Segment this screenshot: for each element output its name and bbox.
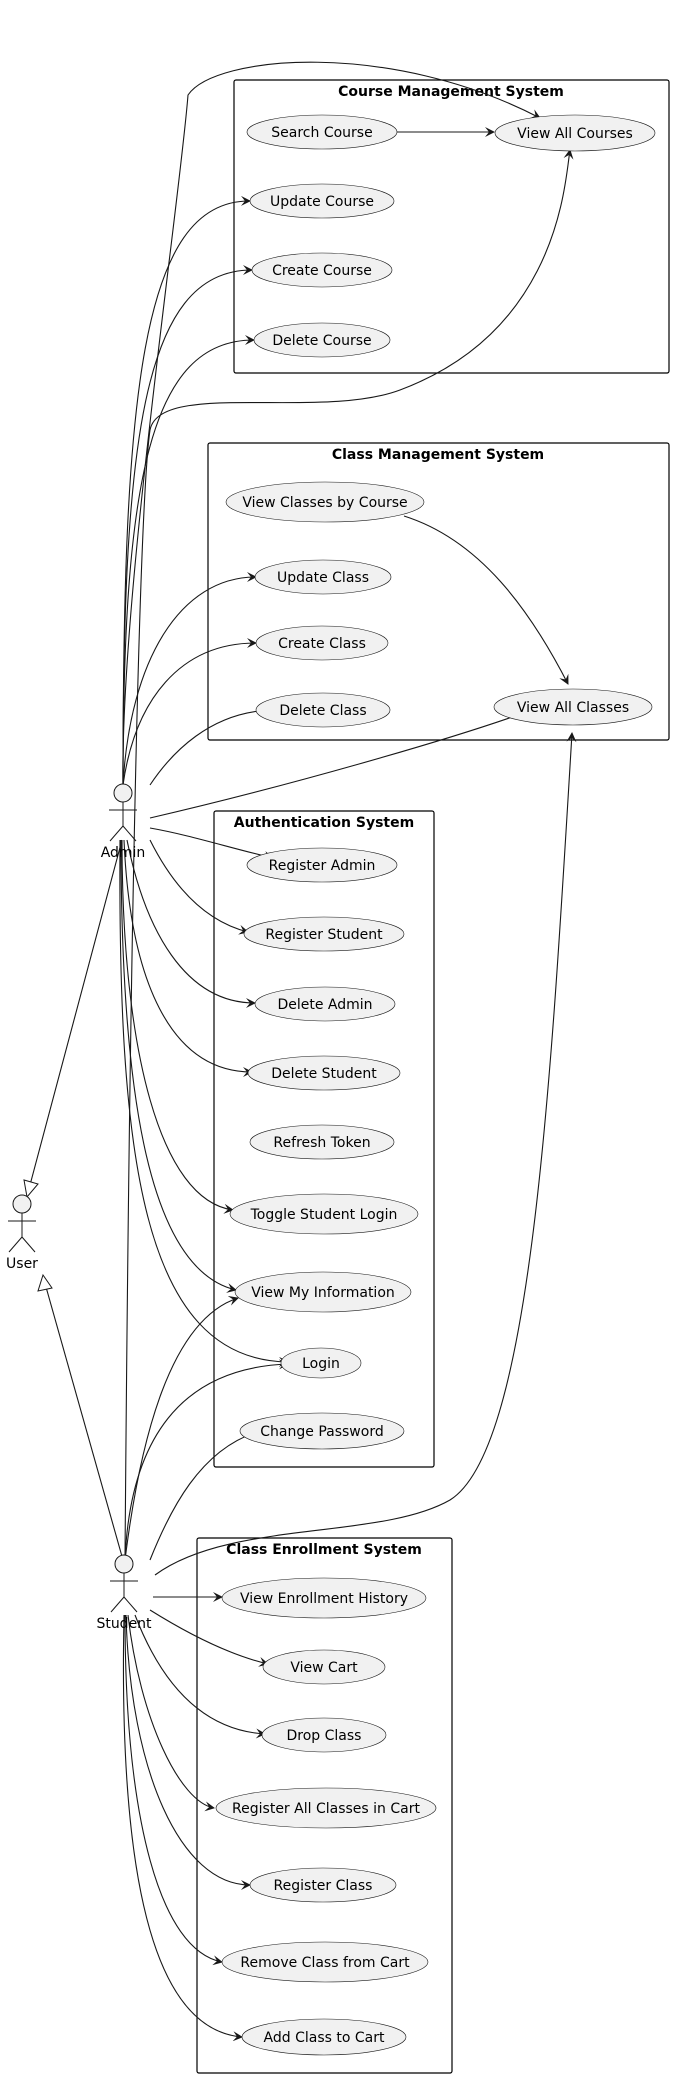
use-case-label: Delete Course	[272, 333, 371, 349]
use-case-view-cart[interactable]: View Cart	[262, 1649, 386, 1685]
actor-user[interactable]: User	[6, 1194, 38, 1272]
edge-admin-delete-course	[122, 335, 255, 786]
package-title-auth: Authentication System	[234, 815, 414, 831]
edge-student-drop-class	[134, 1614, 266, 1739]
use-case-label: View All Classes	[517, 700, 629, 716]
edge-admin-register-student	[149, 839, 249, 935]
use-case-register-all-classes-in-cart[interactable]: Register All Classes in Cart	[215, 1787, 437, 1829]
use-case-create-class[interactable]: Create Class	[255, 625, 389, 661]
generalization-arrowhead-student	[37, 1273, 53, 1292]
package-course-management: Course Management System	[233, 79, 670, 374]
use-case-label: Refresh Token	[273, 1135, 370, 1151]
edge-student-add-class-to-cart	[122, 1614, 243, 2042]
use-case-label: Register All Classes in Cart	[232, 1801, 420, 1817]
actor-student[interactable]: Student	[96, 1554, 152, 1632]
edge-student-view-my-information	[124, 1296, 239, 1561]
edge-admin-toggle-student-login	[121, 839, 234, 1214]
edge-student-remove-class-from-cart	[124, 1614, 223, 1966]
generalization-student-user	[45, 1286, 124, 1561]
use-case-register-admin[interactable]: Register Admin	[246, 847, 398, 883]
edge-admin-create-course	[122, 265, 253, 786]
use-case-label: View Enrollment History	[240, 1591, 408, 1607]
edge-admin-login	[119, 839, 289, 1367]
edge-admin-create-class	[122, 638, 257, 786]
actor-admin[interactable]: Admin	[101, 783, 146, 861]
use-case-create-course[interactable]: Create Course	[251, 252, 393, 288]
edge-student-register-class	[125, 1614, 251, 1890]
edge-class-by-course-to-view-all-classes	[403, 515, 569, 685]
use-case-toggle-student-login[interactable]: Toggle Student Login	[229, 1193, 419, 1235]
package-authentication: Authentication System	[213, 810, 435, 1468]
edge-student-login	[124, 1359, 289, 1561]
edge-admin-view-my-information	[120, 839, 237, 1293]
use-case-label: Toggle Student Login	[250, 1207, 398, 1223]
use-case-label: View All Courses	[517, 126, 633, 142]
edge-admin-delete-admin	[126, 839, 256, 1008]
edge-student-register-all-classes	[127, 1614, 215, 1812]
use-case-view-enrollment-history[interactable]: View Enrollment History	[221, 1577, 427, 1619]
package-title-enroll: Class Enrollment System	[226, 1542, 422, 1558]
use-case-register-class[interactable]: Register Class	[249, 1867, 397, 1903]
use-case-label: Update Class	[277, 570, 369, 586]
use-case-remove-class-from-cart[interactable]: Remove Class from Cart	[221, 1941, 429, 1983]
use-case-label: View My Information	[251, 1285, 395, 1301]
use-case-search-course[interactable]: Search Course	[246, 114, 398, 150]
use-case-change-password[interactable]: Change Password	[239, 1412, 405, 1450]
edge-admin-view-all-classes	[149, 708, 533, 819]
edge-admin-delete-class	[149, 705, 277, 786]
use-case-delete-admin[interactable]: Delete Admin	[254, 986, 396, 1022]
actor-label-user: User	[6, 1256, 38, 1272]
use-case-label: Delete Student	[271, 1066, 377, 1082]
use-case-delete-class[interactable]: Delete Class	[255, 692, 391, 728]
use-case-add-class-to-cart[interactable]: Add Class to Cart	[241, 2018, 407, 2056]
edge-student-change-password	[149, 1429, 258, 1561]
use-case-label: Register Student	[265, 927, 383, 943]
use-case-label: Add Class to Cart	[264, 2030, 385, 2046]
use-case-label: View Cart	[290, 1660, 358, 1676]
edge-student-view-cart	[149, 1609, 269, 1667]
use-case-view-all-courses[interactable]: View All Courses	[494, 114, 656, 152]
use-case-view-all-classes[interactable]: View All Classes	[493, 688, 653, 726]
use-case-refresh-token[interactable]: Refresh Token	[249, 1124, 395, 1160]
use-case-label: Register Admin	[269, 858, 376, 874]
use-case-label: Register Class	[274, 1878, 373, 1894]
use-case-label: Delete Admin	[277, 997, 372, 1013]
use-case-login[interactable]: Login	[280, 1347, 362, 1379]
use-case-label: Delete Class	[279, 703, 366, 719]
use-case-delete-course[interactable]: Delete Course	[253, 322, 391, 358]
use-case-label: Remove Class from Cart	[240, 1955, 410, 1971]
use-case-label: Create Course	[272, 263, 372, 279]
generalization-admin-user	[29, 839, 123, 1186]
edge-admin-delete-student	[123, 839, 253, 1077]
use-case-view-classes-by-course[interactable]: View Classes by Course	[225, 481, 425, 523]
package-title-course: Course Management System	[338, 84, 564, 100]
actor-label-student: Student	[96, 1616, 152, 1632]
use-case-delete-student[interactable]: Delete Student	[247, 1055, 401, 1091]
package-class-management: Class Management System	[207, 442, 670, 741]
use-case-view-my-information[interactable]: View My Information	[234, 1271, 412, 1313]
use-case-label: Update Course	[270, 194, 374, 210]
use-case-label: Create Class	[278, 636, 366, 652]
generalization-arrowhead-admin	[23, 1179, 39, 1199]
use-case-drop-class[interactable]: Drop Class	[261, 1717, 387, 1753]
edges	[23, 61, 577, 2042]
use-case-label: Login	[302, 1356, 340, 1372]
package-class-enrollment: Class Enrollment System	[196, 1537, 453, 2074]
use-case-update-course[interactable]: Update Course	[249, 183, 395, 219]
edge-student-view-all-classes	[154, 732, 577, 1576]
edge-student-view-all-courses	[124, 149, 574, 1561]
use-case-label: View Classes by Course	[242, 495, 407, 511]
use-case-label: Drop Class	[287, 1728, 362, 1744]
use-case-update-class[interactable]: Update Class	[254, 559, 392, 595]
use-case-label: Change Password	[260, 1424, 383, 1440]
edge-admin-register-admin	[149, 827, 274, 861]
use-case-register-student[interactable]: Register Student	[243, 916, 405, 952]
actor-label-admin: Admin	[101, 845, 146, 861]
package-title-class: Class Management System	[332, 447, 544, 463]
edge-admin-update-class	[122, 572, 257, 786]
edge-admin-view-all-courses	[122, 61, 541, 786]
use-case-label: Search Course	[271, 125, 372, 141]
